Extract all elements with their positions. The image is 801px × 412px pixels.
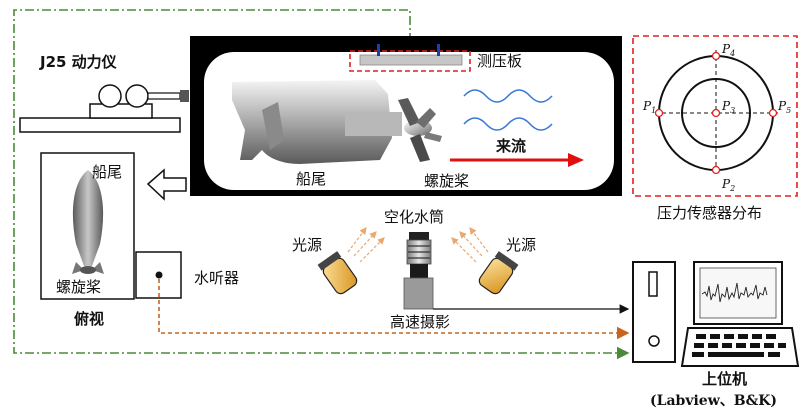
propeller-icon — [398, 98, 442, 162]
hydrophone-icon — [135, 251, 182, 299]
hydrophone-signal-line — [158, 279, 630, 340]
view-direction-arrow — [146, 168, 187, 201]
top-view-panel — [40, 152, 135, 300]
flow-waves — [463, 89, 553, 131]
lamp-icon — [451, 227, 519, 295]
software-label: (Labview、B&K) — [650, 393, 777, 409]
sensor-p4: P4 — [721, 42, 735, 58]
cavitation-tunnel-label: 空化水筒 — [384, 208, 444, 226]
lamp-icon — [317, 227, 385, 295]
sensor-p3: P3 — [721, 99, 735, 115]
dynamometer-icon — [19, 84, 189, 133]
hydrophone-label: 水听器 — [194, 269, 239, 287]
top-view-label: 俯视 — [74, 310, 104, 328]
inflow-arrow — [450, 153, 584, 167]
light-left-label: 光源 — [292, 236, 322, 254]
propeller-label-top: 螺旋桨 — [56, 278, 101, 296]
sensor-distribution-label: 压力传感器分布 — [657, 204, 762, 222]
sensor-p1: P1 — [642, 99, 656, 115]
stern-label-top: 船尾 — [92, 163, 122, 181]
propeller-label-tunnel: 螺旋桨 — [424, 172, 469, 190]
sensor-p5: P5 — [777, 99, 791, 115]
camera-icon — [403, 232, 434, 310]
light-right-label: 光源 — [506, 236, 536, 254]
sensor-p2: P2 — [721, 177, 735, 193]
pressure-plate-label: 测压板 — [477, 52, 522, 70]
dynamometer-label: J25 动力仪 — [39, 53, 118, 71]
green-signal-line — [13, 9, 630, 360]
computer-icon — [632, 261, 800, 367]
stern-label-tunnel: 船尾 — [296, 170, 326, 188]
sensor-distribution-box — [632, 35, 798, 197]
ship-stern-model — [232, 80, 402, 164]
host-computer-label: 上位机 — [702, 370, 747, 388]
camera-label: 高速摄影 — [390, 313, 450, 331]
inflow-label: 来流 — [495, 137, 526, 155]
pressure-plate — [349, 44, 471, 72]
